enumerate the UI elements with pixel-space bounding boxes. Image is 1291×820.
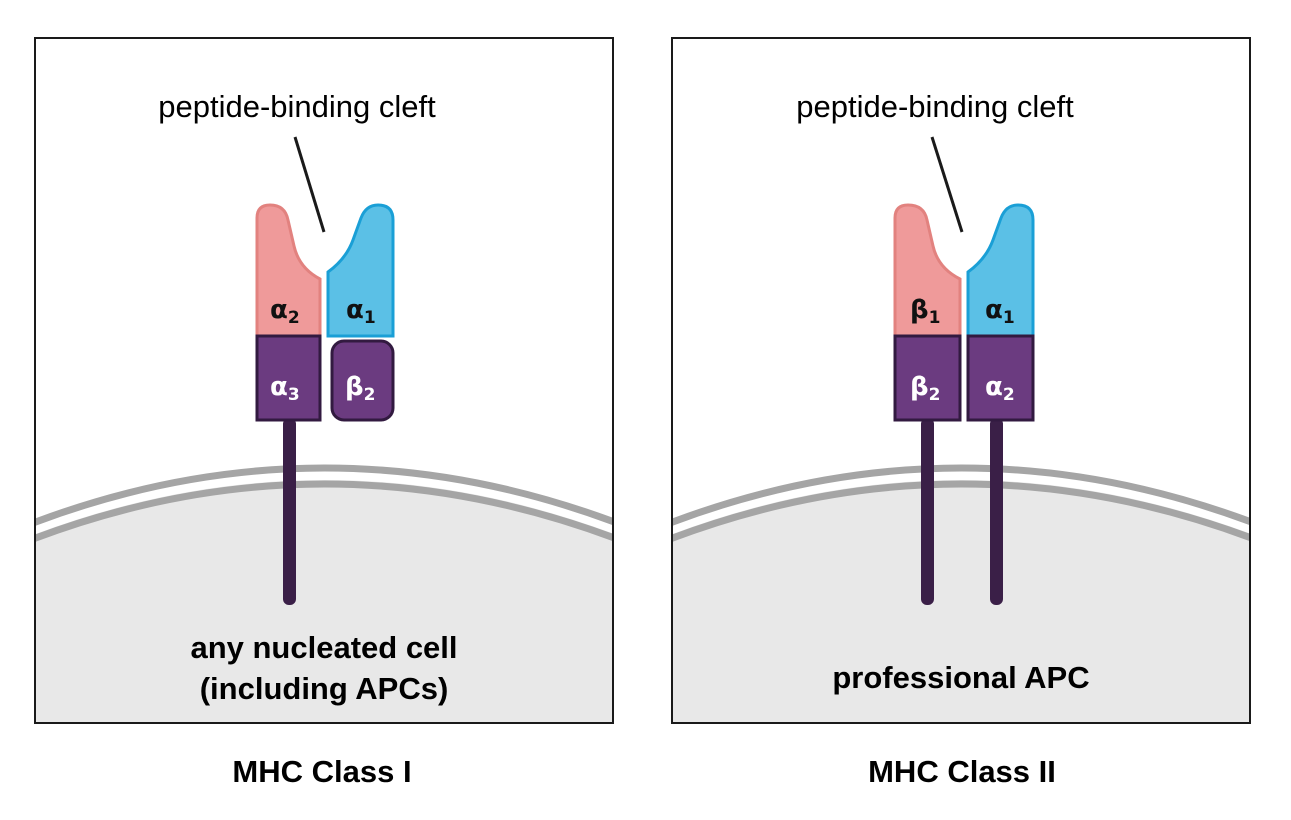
panel-title: MHC Class I [232,754,411,789]
cell-body [35,480,613,723]
panel-frame [34,37,614,724]
cell-type-label-line1: any nucleated cell [190,630,457,665]
panel-mhc-class-ii: peptide-binding cleft β1 α1 β2 α2 profes… [671,37,1251,789]
domain-label-alpha2: α2 [270,295,300,328]
domain-alpha3 [255,334,322,422]
cleft-pointer-line [293,136,326,233]
transmembrane-stalk-alpha [990,418,1003,605]
panel-title: MHC Class II [868,754,1056,789]
panel-frame [671,37,1251,724]
domain-label-alpha2: α2 [985,372,1015,405]
cell-membrane [35,464,613,527]
cleft-label: peptide-binding cleft [158,89,436,124]
domain-alpha2 [966,334,1035,422]
domain-alpha2 [255,203,322,338]
domain-label-beta2: β2 [345,372,375,405]
domain-beta2 [893,334,962,422]
cell-type-label-line1: professional APC [832,660,1089,695]
transmembrane-stalk-beta [921,418,934,605]
domain-label-beta2: β2 [910,372,940,405]
domain-label-beta1: β1 [910,295,940,328]
domain-label-alpha1: α1 [985,295,1015,328]
cleft-pointer-line [930,136,964,233]
cell-membrane [672,464,1250,527]
panel-mhc-class-i: peptide-binding cleft α2 α1 α3 β2 any nu… [34,37,614,789]
cell-body [672,480,1250,723]
cleft-label: peptide-binding cleft [796,89,1074,124]
cell-type-label-line2: (including APCs) [200,671,449,706]
domain-alpha1 [966,203,1035,338]
domain-alpha1 [326,203,395,338]
transmembrane-stalk [283,418,296,605]
domain-beta1 [893,203,962,338]
domain-label-alpha3: α3 [270,372,300,405]
domain-beta2-microglobulin [330,339,395,422]
domain-label-alpha1: α1 [346,295,376,328]
